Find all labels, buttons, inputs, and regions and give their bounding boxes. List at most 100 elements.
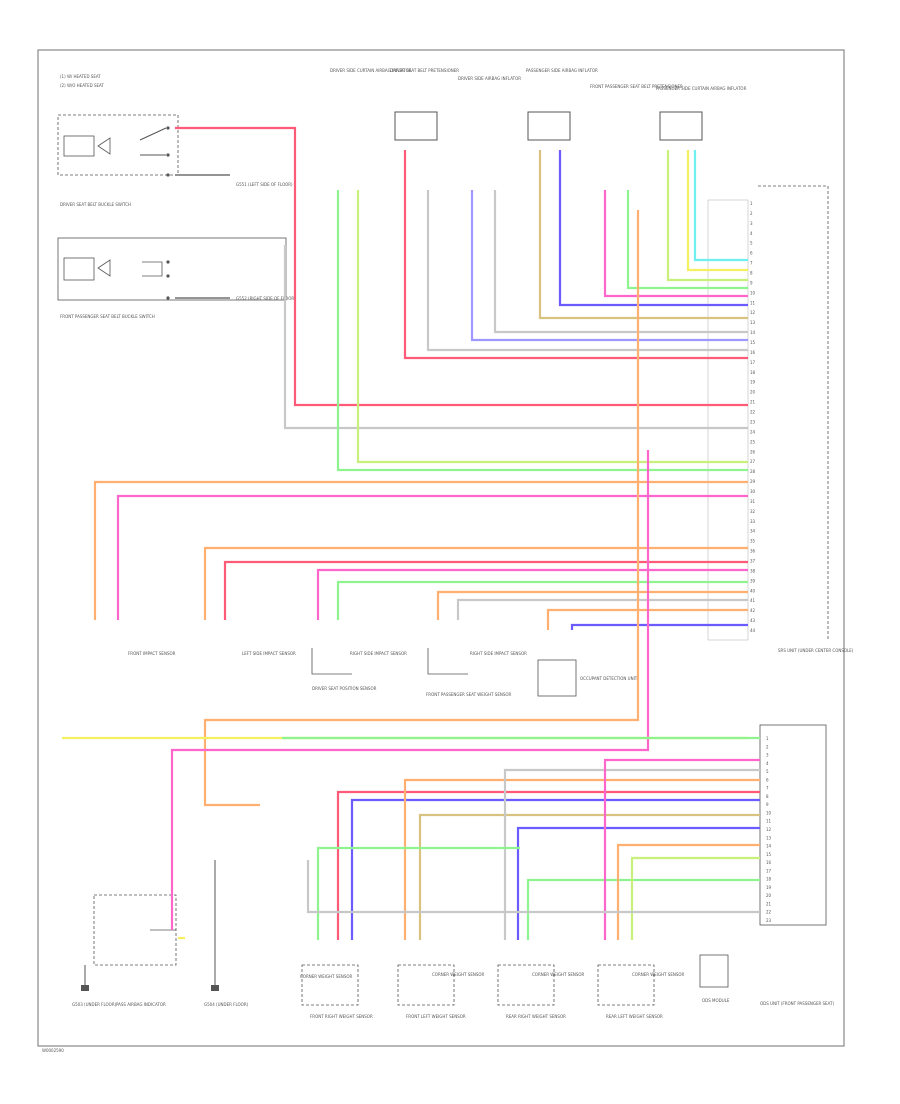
srs-pin-40: 40 <box>750 588 756 593</box>
srs-pin-9: 9 <box>750 280 753 285</box>
srs-pin-16: 16 <box>750 350 756 355</box>
srs-pin-41: 41 <box>750 598 756 603</box>
top-component-6-label: PASSENGER SIDE CURTAIN AIRBAG INFLATOR <box>656 86 747 91</box>
ods-module-box <box>699 954 729 988</box>
srs-pin-22: 22 <box>750 410 756 415</box>
srs-pin-38: 38 <box>750 568 756 573</box>
ods-pin-13: 13 <box>766 835 772 840</box>
srs-pin-6: 6 <box>750 251 753 256</box>
srs-unit-connector <box>707 199 749 641</box>
ods-pin-11: 11 <box>766 819 772 824</box>
wire-layer <box>62 126 760 940</box>
ods-pin-22: 22 <box>766 910 772 915</box>
srs-pin-29: 29 <box>750 479 756 484</box>
wire-orange-25 <box>203 210 640 807</box>
wire-blue-9 <box>558 150 748 307</box>
srs-pin-37: 37 <box>750 559 756 564</box>
wire-yellow-13 <box>686 150 748 272</box>
ods-pin-10: 10 <box>766 811 772 816</box>
passenger-buckle-label: FRONT PASSENGER SEAT BELT BUCKLE SWITCH <box>60 314 155 319</box>
top-component-4-label: PASSENGER SIDE AIRBAG INFLATOR <box>526 68 598 73</box>
top-component-5-label: FRONT PASSENGER SEAT BELT PRETENSIONER <box>590 84 683 89</box>
ods-pin-16: 16 <box>766 860 772 865</box>
wire-pink-19 <box>316 568 748 620</box>
wire-lime-38 <box>630 856 760 940</box>
wire-grey-7 <box>493 190 748 334</box>
srs-pin-8: 8 <box>750 271 753 276</box>
wire-blue-24 <box>570 623 748 630</box>
srs-pin-27: 27 <box>750 459 756 464</box>
srs-pin-numbers: 1234567891011121314151617181920212223242… <box>750 201 756 633</box>
wire-green-35 <box>526 878 760 940</box>
srs-pin-34: 34 <box>750 529 756 534</box>
occupant-detection-unit-box <box>537 659 577 697</box>
weight-sensor-4-label: REAR LEFT WEIGHT SENSOR <box>606 1014 663 1019</box>
srs-pin-43: 43 <box>750 618 756 623</box>
wire-tan-8 <box>538 150 748 320</box>
srs-pin-15: 15 <box>750 340 756 345</box>
driver-buckle-switch: DRIVER SEAT BELT BUCKLE SWITCH <box>57 114 179 207</box>
ods-pin-8: 8 <box>766 794 769 799</box>
ods-unit-label: ODS UNIT (FRONT PASSENGER SEAT) <box>760 1001 834 1006</box>
srs-pin-24: 24 <box>750 429 756 434</box>
mid-sensor-1-label: FRONT IMPACT SENSOR <box>128 651 176 656</box>
srs-pin-21: 21 <box>750 400 756 405</box>
weight-sensor-2-label: FRONT LEFT WEIGHT SENSOR <box>406 1014 466 1019</box>
wire-red-4 <box>403 150 748 360</box>
weight-sensor-bracket <box>427 648 468 675</box>
ground-g504-label: G504 (UNDER FLOOR) <box>204 1002 249 1007</box>
curtain-airbag-box <box>659 111 703 141</box>
wire-pink-36 <box>603 758 760 940</box>
corner-sensor-2-label: CORNER WEIGHT SENSOR <box>432 972 485 977</box>
diagram-border <box>37 49 845 1047</box>
wire-red-18 <box>223 560 748 620</box>
ods-pin-6: 6 <box>766 777 769 782</box>
passenger-buckle-switch: FRONT PASSENGER SEAT BELT BUCKLE SWITCH <box>57 237 287 319</box>
figure-code: W0002590 <box>42 1048 64 1053</box>
ground-g503-label: G503 (UNDER FLOOR) <box>72 1002 117 1007</box>
pass-airbag-indicator: PASS AIRBAG INDICATOR <box>93 894 177 1007</box>
occupant-detection-unit-label: OCCUPANT DETECTION UNIT <box>580 676 638 681</box>
ods-pin-12: 12 <box>766 827 772 832</box>
wire-lightblue-6 <box>470 190 748 342</box>
driver-buckle-label: DRIVER SEAT BELT BUCKLE SWITCH <box>60 202 131 207</box>
weight-sensor-3-label: REAR RIGHT WEIGHT SENSOR <box>506 1014 566 1019</box>
corner-sensor-3-label: CORNER WEIGHT SENSOR <box>532 972 585 977</box>
ground-1-label: G551 (LEFT SIDE OF FLOOR) <box>236 182 293 187</box>
wire-orange-21 <box>436 590 748 620</box>
top-component-3-label: DRIVER SIDE AIRBAG INFLATOR <box>458 76 521 81</box>
ods-unit-outline <box>759 724 827 926</box>
ods-pin-2: 2 <box>766 744 769 749</box>
srs-pin-20: 20 <box>750 390 756 395</box>
wire-blue-34 <box>516 826 760 940</box>
srs-pin-18: 18 <box>750 370 756 375</box>
wire-pink-26 <box>170 450 650 930</box>
srs-pin-3: 3 <box>750 221 753 226</box>
srs-unit-label: SRS UNIT (UNDER CENTER CONSOLE) <box>778 648 854 653</box>
top-component-1-label: DRIVER SIDE CURTAIN AIRBAG INFLATOR <box>330 68 412 73</box>
srs-pin-26: 26 <box>750 449 756 454</box>
srs-pin-36: 36 <box>750 549 756 554</box>
srs-pin-23: 23 <box>750 420 756 425</box>
wire-red-0 <box>175 126 748 407</box>
wire-orange-15 <box>93 480 748 620</box>
passenger-airbag-box <box>527 111 571 141</box>
srs-pin-13: 13 <box>750 320 756 325</box>
srs-pin-31: 31 <box>750 499 756 504</box>
wire-grey-33 <box>503 768 760 940</box>
srs-pin-44: 44 <box>750 628 756 633</box>
wire-orange-23 <box>546 608 748 630</box>
ods-pin-4: 4 <box>766 761 769 766</box>
ods-pin-3: 3 <box>766 753 769 758</box>
wire-green-11 <box>626 190 748 290</box>
mid-sensor-5-label: DRIVER SEAT POSITION SENSOR <box>312 686 377 691</box>
srs-pin-25: 25 <box>750 439 756 444</box>
wire-lime-3 <box>356 190 748 464</box>
wire-grey-1 <box>283 245 748 430</box>
driver-pretensioner-box <box>394 111 438 141</box>
ods-pin-14: 14 <box>766 844 772 849</box>
srs-pin-33: 33 <box>750 519 756 524</box>
srs-pin-2: 2 <box>750 211 753 216</box>
ods-pin-17: 17 <box>766 868 772 873</box>
